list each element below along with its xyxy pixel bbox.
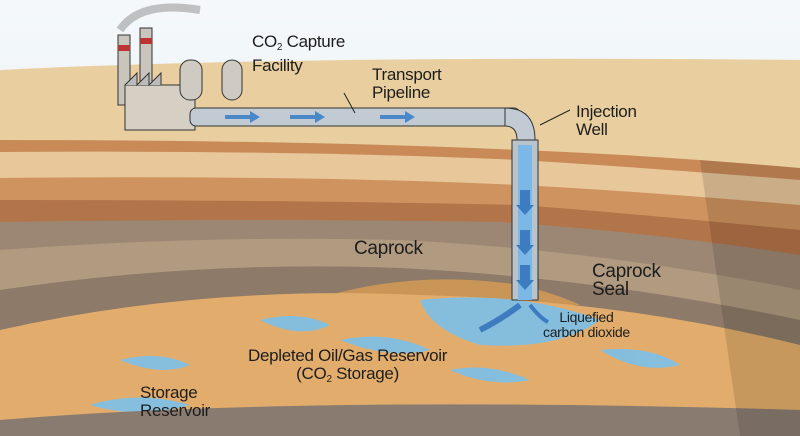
reservoir-layer: [0, 293, 800, 436]
capture-facility-icon: [116, 3, 243, 131]
deep-layer: [0, 404, 800, 436]
block-side: [700, 160, 800, 436]
label-caprock: Caprock: [354, 238, 423, 259]
co2-channels: [90, 297, 680, 413]
flow-arrow: [290, 111, 325, 123]
transport-pipeline: [189, 107, 536, 141]
co2-spread-arrow: [528, 303, 549, 324]
label-depleted-reservoir: Depleted Oil/Gas Reservoir (CO2 Storage): [248, 346, 448, 386]
injection-well: [478, 139, 549, 333]
flow-arrow: [380, 111, 415, 123]
label-capture-facility: CO2 Capture Facility: [252, 32, 345, 75]
flow-arrow: [225, 111, 260, 123]
co2-spread-arrow: [478, 302, 522, 333]
